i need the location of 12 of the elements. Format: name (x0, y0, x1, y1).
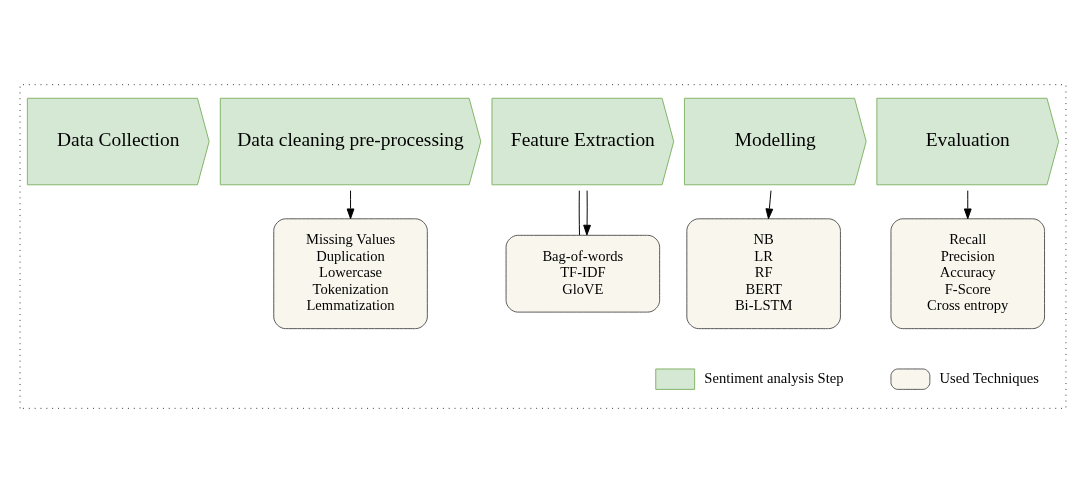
node-box: Recall Precision Accuracy F-Score Cross entropy (890, 218, 1046, 330)
node-box: Missing Values Duplication Lowercase Tokenization Lemmatization (273, 218, 428, 330)
node-box: Bag-of-words TF-IDF GloVE (505, 234, 661, 313)
cluster (19, 84, 1067, 409)
arrow (963, 190, 972, 220)
node-box: NB LR RF BERT Bi-LSTM (686, 218, 841, 330)
connector (578, 190, 580, 236)
arrow (765, 190, 774, 220)
legend-label: Used Techniques (939, 369, 1039, 386)
arrow (583, 190, 591, 236)
legend-label: Sentiment analysis Step (704, 369, 844, 386)
arrow (346, 190, 355, 220)
